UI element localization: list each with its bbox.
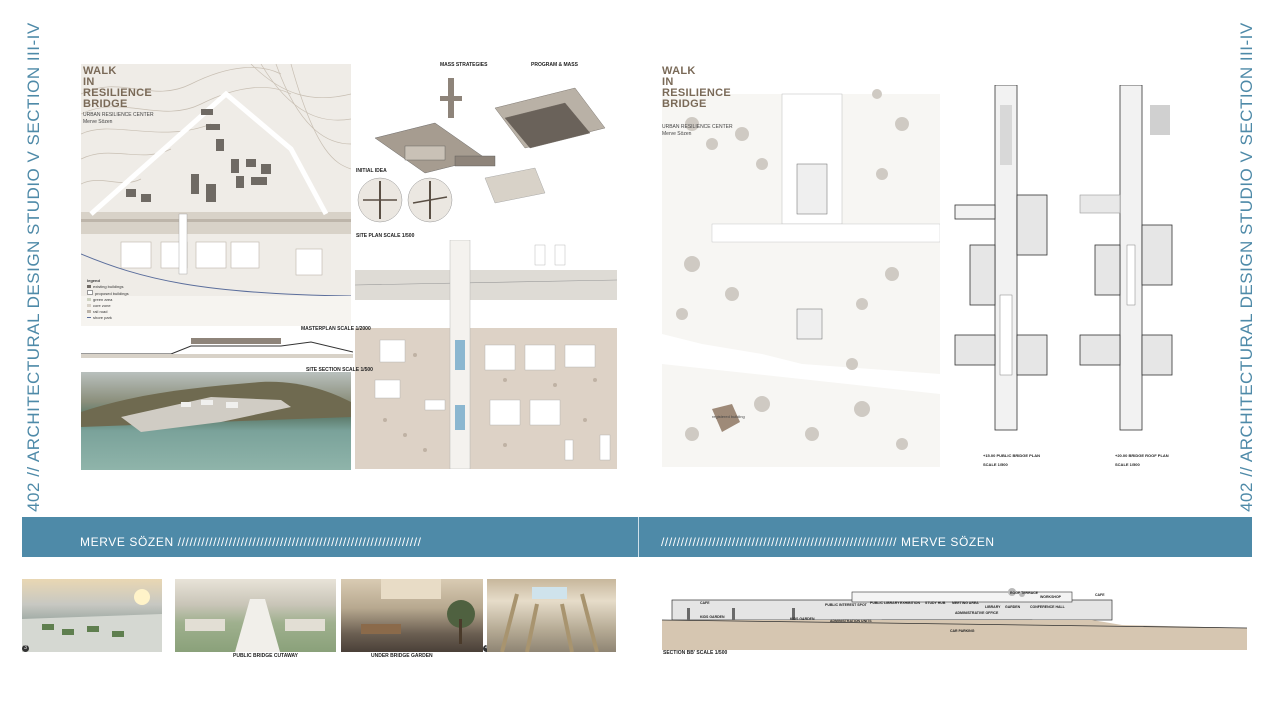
bridge-roof-plan-label: +20.00 BRIDGE ROOF PLAN <box>1115 453 1169 458</box>
render-photo-underbridge <box>487 579 616 652</box>
aerial-render-shapes <box>81 381 351 432</box>
title-line-3: RESILIENCE <box>83 87 153 99</box>
section-tag: ADMINISTRATIVE OFFICE <box>955 611 999 615</box>
photo-caption-garden: UNDER BRIDGE GARDEN <box>371 653 433 659</box>
author-banner <box>22 517 1252 557</box>
initial-idea-diagrams <box>357 177 453 223</box>
mass-strategies-label: MASS STRATEGIES <box>440 62 488 68</box>
section-tag: PUBLIC INTEREST SPOT <box>825 603 867 607</box>
title-line-3: RESILIENCE <box>662 87 732 99</box>
mass-diagrams <box>374 78 606 204</box>
section-scale-label: SECTION BB' SCALE 1/500 <box>663 650 728 656</box>
legend-item: green area <box>87 297 129 303</box>
site-plan-panel <box>355 240 617 469</box>
legend-item: rail road <box>87 309 129 315</box>
section-tag: EXHIBITION <box>900 601 921 605</box>
section-tag: ROOF TERRACE <box>1010 591 1038 595</box>
aerial-render <box>81 372 351 470</box>
title-line-4: BRIDGE <box>662 98 707 110</box>
legend-title: legend <box>87 278 100 283</box>
public-bridge-plan-scale: SCALE 1/500 <box>983 462 1008 467</box>
sheet-2-subtitle: URBAN RESILIENCE CENTER <box>662 124 733 130</box>
title-line-4: BRIDGE <box>83 98 128 110</box>
vertical-course-title-left: AR 402 // ARCHITECTURAL DESIGN STUDIO V … <box>24 22 43 542</box>
registered-building-label: registered building <box>712 414 745 419</box>
masterplan-scale-label: MASTERPLAN SCALE 1/2000 <box>301 326 371 332</box>
banner-text-right: ////////////////////////////////////////… <box>661 535 995 549</box>
photo-caption-cutaway: PUBLIC BRIDGE CUTAWAY <box>233 653 299 659</box>
cutaway-shapes <box>185 599 325 652</box>
title-line-2: IN <box>662 76 674 88</box>
banner-divider <box>638 517 639 557</box>
title-line-1: WALK <box>662 65 696 77</box>
bridge-roof-plan-scale: SCALE 1/500 <box>1115 462 1140 467</box>
rooftop-shapes <box>22 589 162 652</box>
public-bridge-plan <box>954 85 1048 431</box>
section-tag: CONFERENCE HALL <box>1030 605 1065 609</box>
section-tag: KIDS GARDEN <box>790 617 815 621</box>
site-section-label: SITE SECTION SCALE 1/500 <box>306 367 373 373</box>
site-plan-label: SITE PLAN SCALE 1/500 <box>356 233 415 239</box>
banner-text-left: MERVE SÖZEN ////////////////////////////… <box>80 535 422 549</box>
section-tag: CAR PARKING <box>950 629 975 633</box>
title-line-2: IN <box>83 76 95 88</box>
section-tag: GARDEN <box>1005 605 1021 609</box>
section-tag: MEETING AREA <box>952 601 979 605</box>
vertical-course-title-right: AR 402 // ARCHITECTURAL DESIGN STUDIO V … <box>1237 22 1256 542</box>
section-tag: KIDS GARDEN <box>700 615 725 619</box>
section-tag: LIBRARY <box>985 605 1001 609</box>
legend-item: core zone <box>87 303 129 309</box>
sheet-2-site-plan-panel: WALK IN RESILIENCE BRIDGE URBAN RESILIEN… <box>662 64 940 467</box>
legend-item: shore park <box>87 315 129 321</box>
bridge-roof-plan <box>1079 85 1173 431</box>
sheet-1-author: Merve Sözen <box>83 119 113 125</box>
underbridge-shapes <box>500 587 599 652</box>
section-tag: WORKSHOP <box>1040 595 1061 599</box>
garden-shapes <box>361 579 475 644</box>
photo-badge-4: 4 <box>483 645 490 652</box>
section-tag: CAFE <box>1095 593 1105 597</box>
section-bb-drawing <box>662 588 1247 650</box>
render-photo-cutaway <box>175 579 336 652</box>
ground-site-plan-drawing <box>662 64 940 450</box>
section-tag: ADMINISTRATION UNITS <box>830 619 872 623</box>
sheet-1-masterplan-panel: WALK IN RESILIENCE BRIDGE URBAN RESILIEN… <box>81 64 351 326</box>
title-line-1: WALK <box>83 65 117 77</box>
masterplan-legend: legend existing buildings proposed build… <box>87 278 129 321</box>
sheet-2-title: WALK IN RESILIENCE BRIDGE <box>662 66 731 110</box>
public-bridge-plan-label: +15.00 PUBLIC BRIDGE PLAN <box>983 453 1041 458</box>
masterplan-drawing <box>81 64 351 326</box>
render-photo-rooftop <box>22 579 162 652</box>
render-photo-garden <box>341 579 483 652</box>
section-tag: CAFE <box>700 601 710 605</box>
section-tag: PUBLIC LIBRARY <box>870 601 900 605</box>
initial-idea-label: INITIAL IDEA <box>356 168 387 174</box>
site-plan-drawing <box>355 240 617 469</box>
sheet-1-title: WALK IN RESILIENCE BRIDGE <box>83 66 152 110</box>
program-mass-label: PROGRAM & MASS <box>531 62 578 68</box>
section-tag: STUDY HUB <box>925 601 946 605</box>
sheet-1-subtitle: URBAN RESILIENCE CENTER <box>83 112 154 118</box>
legend-item: proposed buildings <box>87 290 129 297</box>
sheet-2-author: Merve Sözen <box>662 131 692 137</box>
photo-badge-3: 3 <box>22 645 29 652</box>
masterplan-section-strip <box>81 338 353 358</box>
legend-item: existing buildings <box>87 284 129 290</box>
